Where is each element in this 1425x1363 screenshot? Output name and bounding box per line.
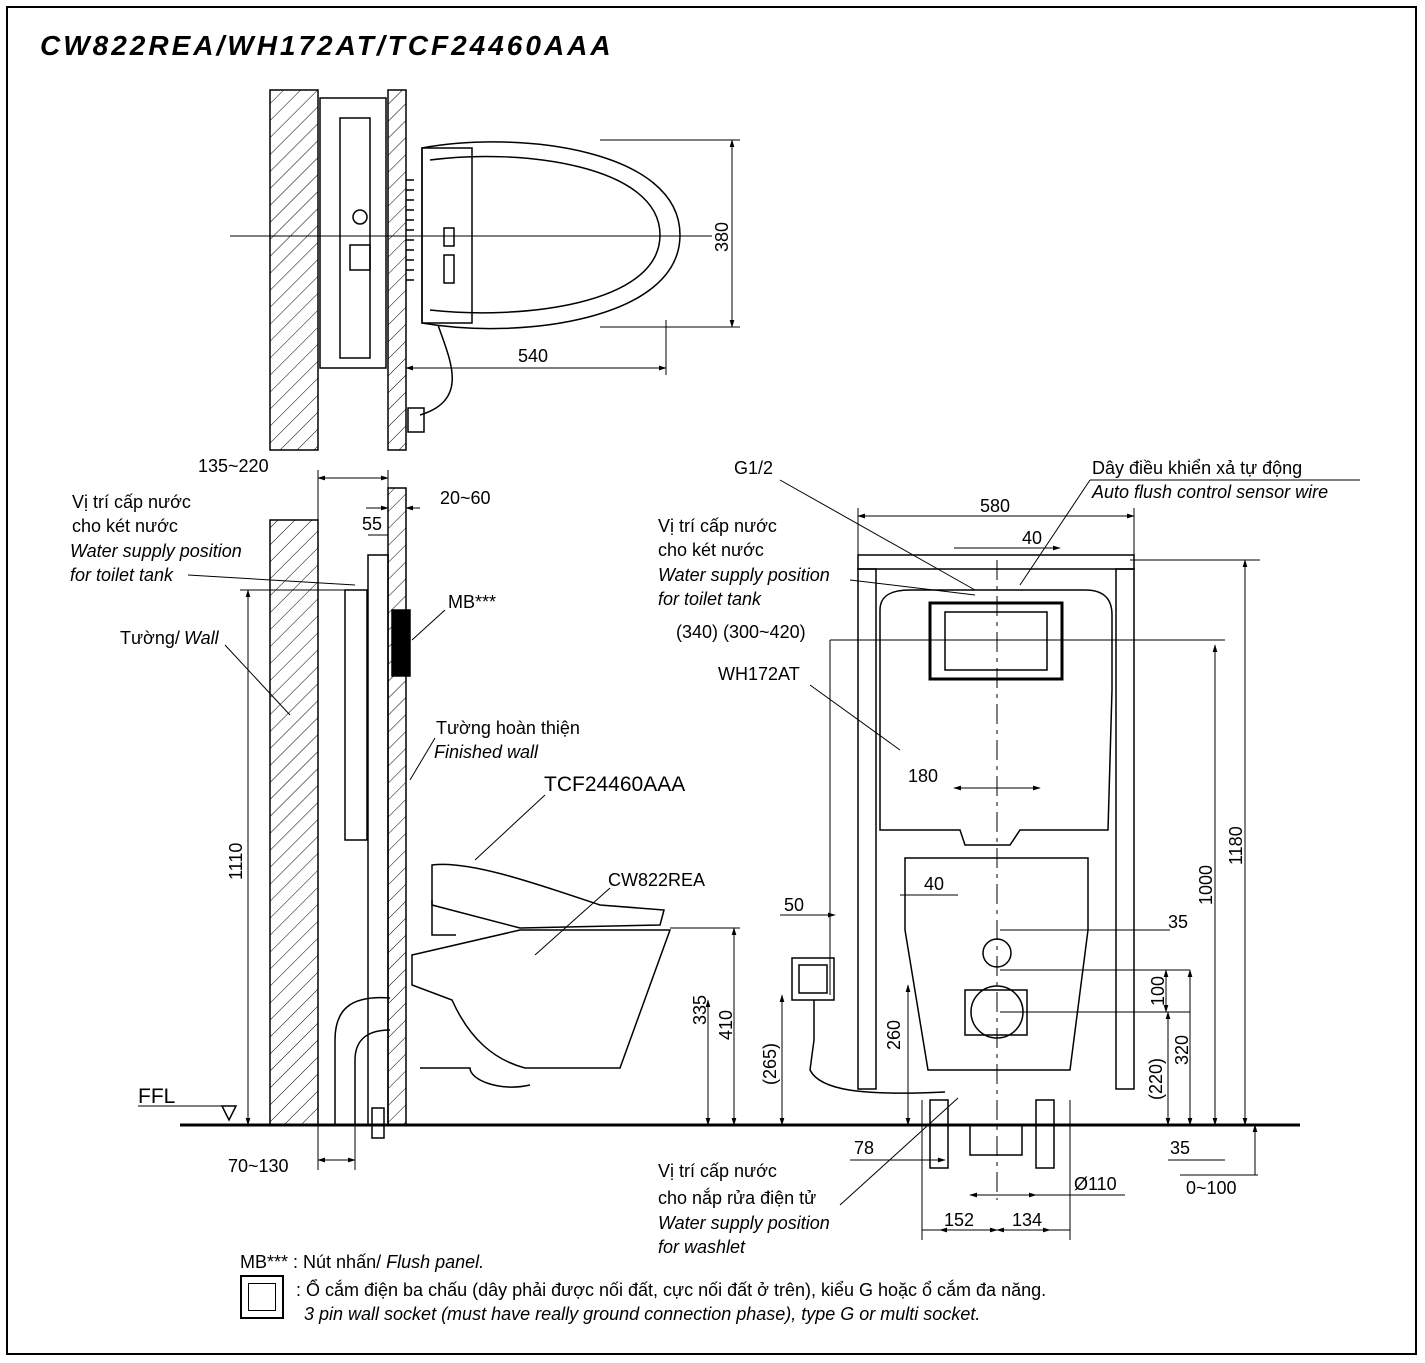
dim-110: Ø110	[1074, 1174, 1117, 1194]
socket-inner-icon	[248, 1283, 276, 1311]
dim-540: 540	[518, 346, 548, 366]
dim-0-100: 0~100	[1186, 1178, 1237, 1198]
label-tcf: TCF24460AAA	[544, 773, 685, 796]
sensor-wire-en: Auto flush control sensor wire	[1091, 482, 1328, 502]
page-title: CW822REA/WH172AT/TCF24460AAA	[40, 30, 614, 61]
front-water-supply-en-1: Water supply position	[658, 565, 830, 585]
wall-label-en: Wall	[184, 628, 220, 648]
seat-side	[431, 863, 665, 929]
finished-wall-top	[387, 89, 407, 451]
side-water-supply-vi-2: cho két nước	[72, 516, 178, 536]
dim-580: 580	[980, 496, 1010, 516]
dim-320: 320	[1172, 1035, 1192, 1065]
side-water-supply-vi-1: Vị trí cấp nước	[72, 492, 191, 512]
wall-hatch-top	[269, 89, 319, 451]
dim-152: 152	[944, 1210, 974, 1230]
legend-socket-vi: : Ổ cắm điện ba chấu (dây phải được nối …	[296, 1280, 1047, 1300]
washlet-supply-vi-2: cho nắp rửa điện tử	[658, 1187, 816, 1208]
dim-335: 335	[690, 995, 710, 1025]
sensor-wire-vi: Dây điều khiển xả tự động	[1092, 458, 1302, 478]
ffl-label: FFL	[138, 1085, 175, 1108]
label-wh: WH172AT	[718, 664, 800, 684]
top-view	[230, 89, 740, 451]
finished-wall-vi: Tường hoàn thiện	[436, 718, 580, 738]
dim-50: 50	[784, 895, 804, 915]
wall-socket-front	[791, 957, 835, 1001]
dim-55: 55	[362, 514, 382, 534]
legend-mb-row: MB*** : Nút nhấn/ Flush panel.	[240, 1252, 484, 1273]
finished-wall-side	[387, 487, 407, 1126]
tank-outline-front	[879, 589, 1113, 846]
bowl-outline-side	[411, 929, 672, 1069]
dim-1110: 1110	[226, 843, 246, 880]
side-water-supply-en-1: Water supply position	[70, 541, 242, 561]
dim-260: 260	[884, 1020, 904, 1050]
frame-side	[367, 554, 389, 1126]
finished-wall-en: Finished wall	[434, 742, 539, 762]
drain-pipe-side	[334, 996, 391, 1125]
mb-label: MB***	[448, 592, 496, 612]
legend-socket-en: 3 pin wall socket (must have really grou…	[304, 1304, 980, 1325]
dim-20-60: 20~60	[440, 488, 491, 508]
dim-78: 78	[854, 1138, 874, 1158]
dim-135-220: 135~220	[198, 456, 269, 476]
drawing-frame	[6, 6, 1417, 1355]
flush-opening-front	[928, 601, 1064, 681]
front-water-supply-vi-1: Vị trí cấp nước	[658, 516, 777, 536]
legend-mb-text: : Nút nhấn/	[293, 1252, 382, 1272]
dim-380: 380	[712, 222, 732, 252]
dim-340: (340) (300~420)	[676, 622, 806, 642]
front-view	[779, 479, 1360, 1240]
legend-mb-code: MB***	[240, 1252, 289, 1272]
washlet-supply-en-2: for washlet	[658, 1237, 746, 1257]
dim-265: (265)	[760, 1043, 780, 1085]
legend-socket-en-text: 3 pin wall socket (must have really grou…	[304, 1304, 981, 1324]
dim-410: 410	[716, 1010, 736, 1040]
dim-70-130: 70~130	[228, 1156, 289, 1176]
wall-label-vi: Tường/	[120, 628, 180, 648]
washlet-supply-en-1: Water supply position	[658, 1213, 830, 1233]
flush-panel-side	[391, 609, 411, 677]
supply-hose-top	[419, 324, 453, 416]
dim-35-bot: 35	[1170, 1138, 1190, 1158]
socket-icon	[240, 1275, 284, 1319]
dim-1180: 1180	[1226, 826, 1246, 865]
washlet-supply-vi-1: Vị trí cấp nước	[658, 1161, 777, 1181]
wall-hatch-side	[269, 519, 319, 1126]
legend-mb-text-en: Flush panel.	[386, 1252, 485, 1272]
front-water-supply-en-2: for toilet tank	[658, 589, 762, 609]
bowl-outline-front	[904, 857, 1089, 1071]
frame-top	[319, 97, 387, 369]
frame-front	[857, 554, 1135, 570]
dim-100: 100	[1148, 976, 1168, 1006]
front-water-supply-vi-2: cho két nước	[658, 540, 764, 560]
dim-134: 134	[1012, 1210, 1042, 1230]
label-cw: CW822REA	[608, 870, 705, 890]
side-water-supply-en-2: for toilet tank	[70, 565, 174, 585]
dim-1000: 1000	[1196, 865, 1216, 905]
dim-180: 180	[908, 766, 938, 786]
g12-label: G1/2	[734, 458, 773, 478]
dim-40-mid: 40	[924, 874, 944, 894]
bowl-outline-top	[421, 141, 681, 330]
dim-220: (220)	[1146, 1058, 1166, 1100]
dim-35-top: 35	[1168, 912, 1188, 932]
side-view	[138, 470, 1300, 1170]
dim-40-top: 40	[1022, 528, 1042, 548]
